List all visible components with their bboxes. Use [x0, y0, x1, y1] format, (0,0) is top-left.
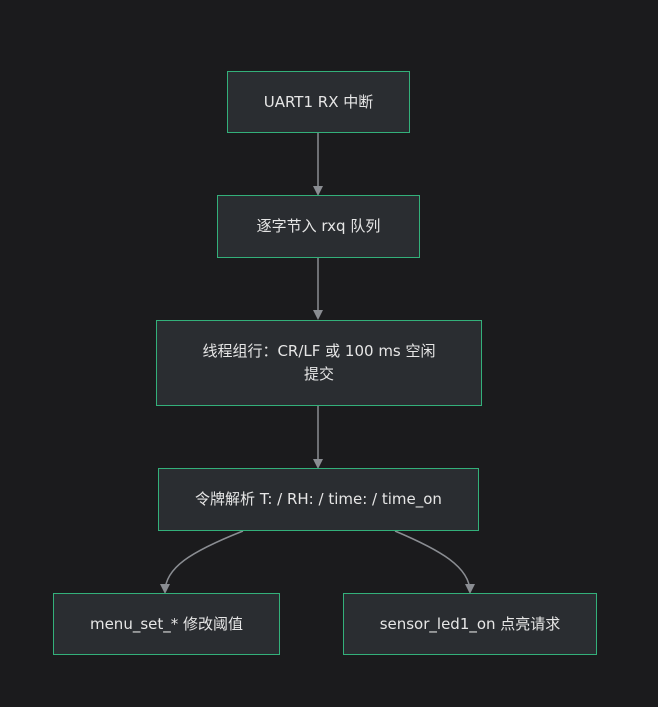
node-line-assembly: 线程组行：CR/LF 或 100 ms 空闲 提交 [156, 320, 482, 406]
node-uart1-rx-interrupt: UART1 RX 中断 [227, 71, 410, 133]
node-line-assembly-label-line1: 线程组行：CR/LF 或 100 ms 空闲 [202, 342, 436, 360]
node-enqueue-rxq-label: 逐字节入 rxq 队列 [256, 217, 381, 235]
edge-parse-to-sensor-led [394, 530, 475, 594]
node-token-parse: 令牌解析 T: / RH: / time: / time_on [158, 468, 479, 531]
node-sensor-led: sensor_led1_on 点亮请求 [343, 593, 597, 655]
node-sensor-led-label: sensor_led1_on 点亮请求 [379, 614, 561, 633]
node-uart1-rx-interrupt-label: UART1 RX 中断 [263, 92, 374, 111]
node-token-parse-label: 令牌解析 T: / RH: / time: / time_on [195, 490, 442, 508]
node-menu-set-label: menu_set_* 修改阈值 [89, 614, 244, 633]
node-line-assembly-label-line2: 提交 [303, 365, 334, 383]
node-menu-set: menu_set_* 修改阈值 [53, 593, 280, 655]
edge-parse-to-menu-set [160, 530, 244, 594]
node-enqueue-rxq: 逐字节入 rxq 队列 [217, 195, 420, 258]
